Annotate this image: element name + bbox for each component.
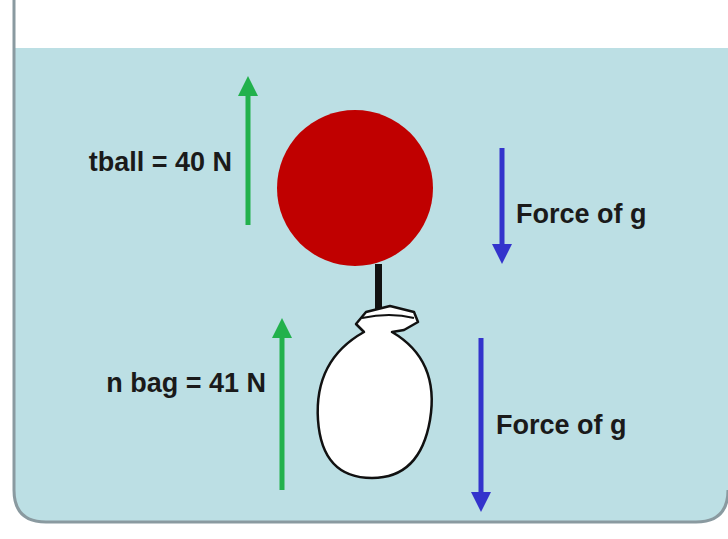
arrow-head [492,244,512,264]
string [375,264,382,312]
force-label: tball = 40 N [89,146,232,178]
force-label: Force of g [496,409,627,441]
arrow-head [272,318,292,338]
bag-knot [362,315,414,318]
arrow-head [238,76,258,96]
tank-wall [14,0,728,522]
gravity-arrow [479,338,484,496]
sand-bag [318,306,432,478]
gravity-arrow [500,148,505,248]
football [277,110,433,266]
force-label: n bag = 41 N [106,367,266,399]
water [14,48,728,522]
buoyant-arrow [280,334,285,490]
force-label: Force of g [516,198,647,230]
arrow-head [471,492,491,512]
buoyant-arrow [246,92,251,225]
